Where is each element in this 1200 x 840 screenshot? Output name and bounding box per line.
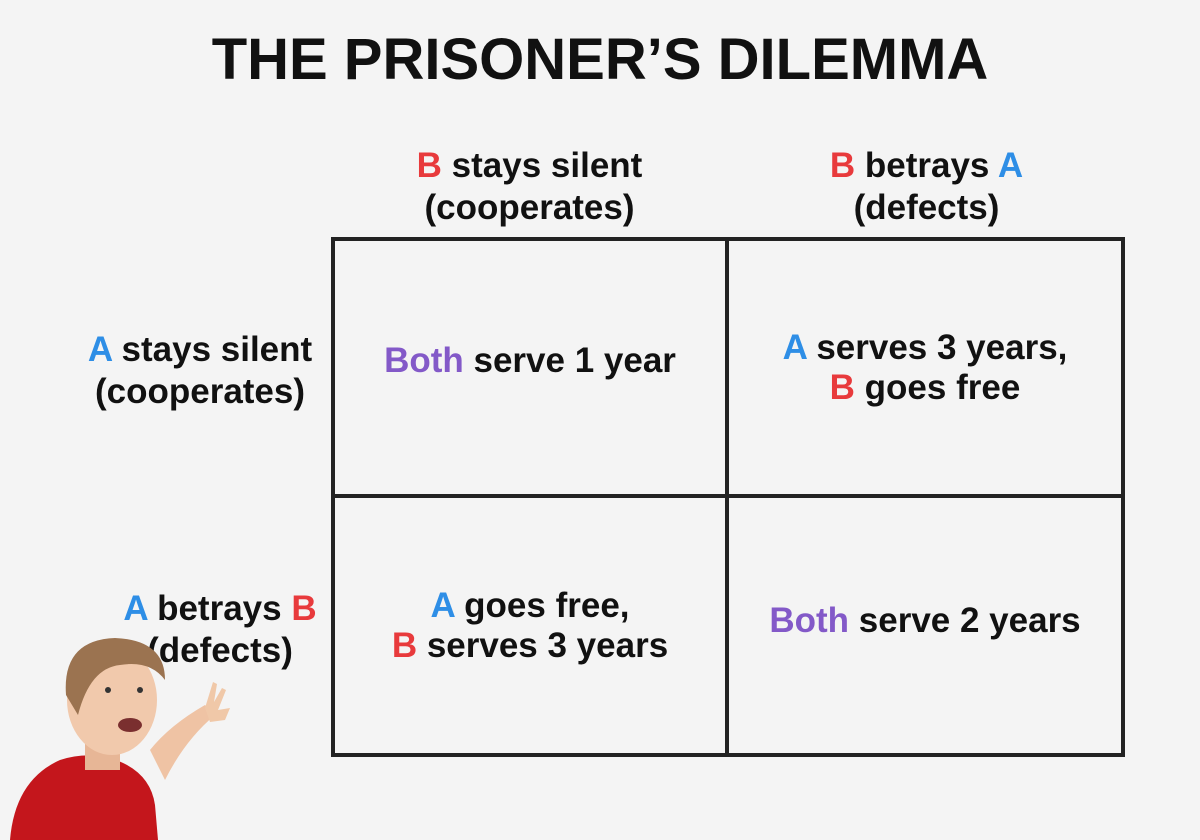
red-shirt <box>10 755 158 840</box>
column-header-line2: (defects) <box>853 188 1000 227</box>
text-segment: betrays <box>147 589 292 628</box>
grid-divider-horizontal <box>331 494 1125 498</box>
eye <box>105 687 111 693</box>
text-segment: B <box>829 146 856 185</box>
column-header-defect: B betrays A (defects) <box>728 145 1125 229</box>
cell-line: A goes free, <box>392 586 668 626</box>
text-segment: stays silent <box>111 330 313 369</box>
column-header-line2: (cooperates) <box>424 188 635 227</box>
text-segment: serve 1 year <box>463 341 676 380</box>
text-segment: goes free <box>854 367 1021 407</box>
cell-line: A serves 3 years, <box>783 328 1068 368</box>
cell-line: Both serve 1 year <box>384 341 676 381</box>
text-segment: A <box>430 585 455 625</box>
text-segment: A <box>123 589 148 628</box>
cell-text: A serves 3 years,B goes free <box>783 328 1068 408</box>
cell-text: Both serve 2 years <box>769 601 1080 641</box>
column-header-cooperate: B stays silent (cooperates) <box>331 145 728 229</box>
text-segment: A <box>997 146 1024 185</box>
person-pointing-image <box>10 638 230 840</box>
cell-a-defects: A goes free,B serves 3 years <box>335 498 725 753</box>
row-header-cooperate: A stays silent (cooperates) <box>60 329 340 413</box>
cell-b-defects: A serves 3 years,B goes free <box>729 241 1121 494</box>
column-header-line1: B stays silent <box>331 145 728 187</box>
text-segment: A <box>87 330 112 369</box>
cell-line: B serves 3 years <box>392 626 668 666</box>
text-segment: stays silent <box>441 146 643 185</box>
text-segment: Both <box>769 601 850 640</box>
text-segment: B <box>829 367 855 407</box>
text-segment: serves 3 years, <box>806 327 1068 367</box>
text-segment: A <box>782 327 807 367</box>
row-header-line2: (defects) <box>147 631 293 670</box>
text-segment: serves 3 years <box>417 625 669 665</box>
text-segment: serve 2 years <box>849 601 1081 640</box>
row-header-line1: A betrays B <box>80 588 360 630</box>
cell-text: Both serve 1 year <box>384 341 676 381</box>
text-segment: B <box>291 589 317 628</box>
row-header-defect: A betrays B (defects) <box>80 588 360 672</box>
page-title: THE PRISONER’S DILEMMA <box>211 27 989 92</box>
cell-both-defect: Both serve 2 years <box>729 498 1121 744</box>
cell-line: Both serve 2 years <box>769 601 1080 641</box>
cell-both-cooperate: Both serve 1 year <box>335 241 725 481</box>
hair <box>65 638 165 715</box>
text-segment: betrays <box>855 146 998 185</box>
hand-icon <box>205 682 230 722</box>
mouth <box>118 718 142 732</box>
column-header-line1: B betrays A <box>728 145 1125 187</box>
arm <box>150 705 215 780</box>
row-header-line2: (cooperates) <box>94 372 306 411</box>
text-segment: B <box>416 146 442 185</box>
text-segment: goes free, <box>454 585 630 625</box>
cell-text: A goes free,B serves 3 years <box>392 586 668 666</box>
cell-line: B goes free <box>783 368 1068 408</box>
eye <box>137 687 143 693</box>
text-segment: B <box>391 625 418 665</box>
row-header-line1: A stays silent <box>60 329 340 371</box>
text-segment: Both <box>384 341 464 380</box>
